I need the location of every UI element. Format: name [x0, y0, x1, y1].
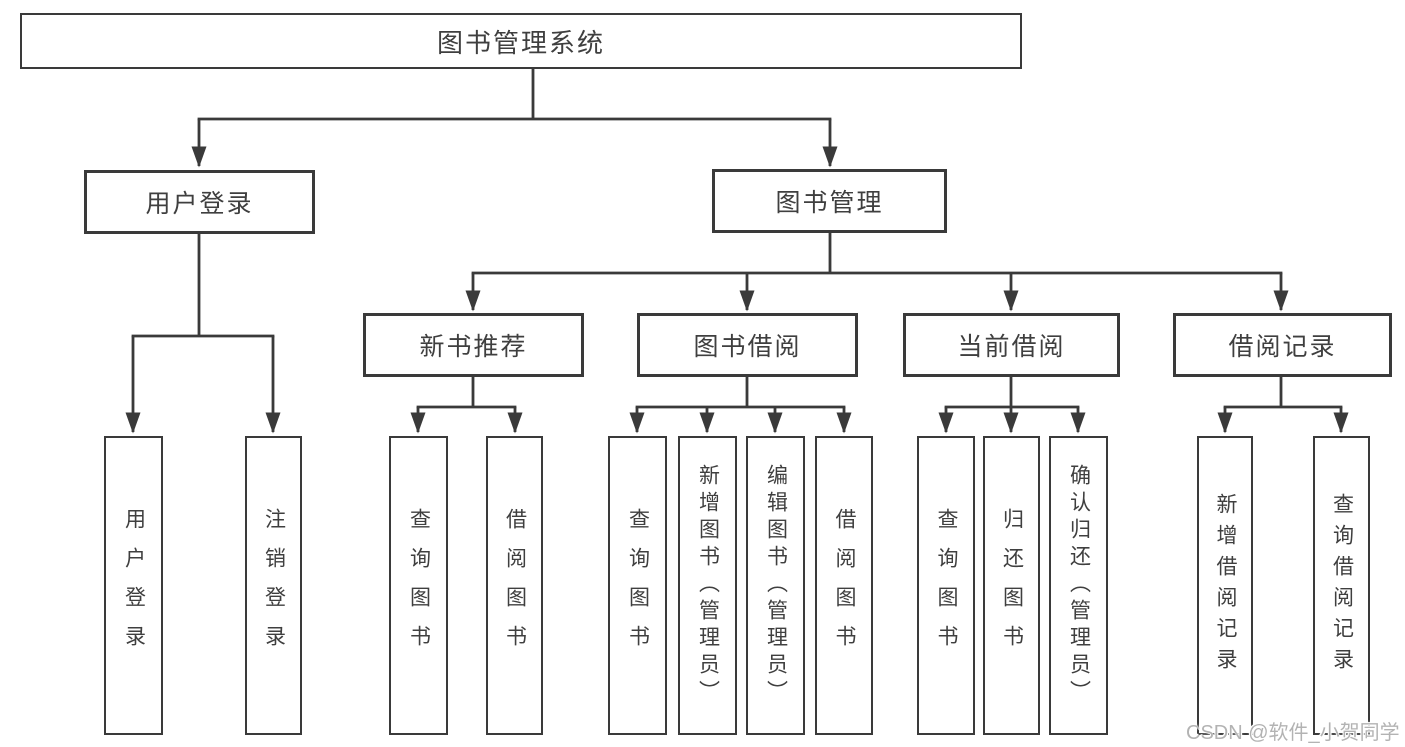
node-book-borrow: 图书借阅: [637, 313, 858, 377]
node-book-mgmt: 图书管理: [712, 169, 947, 233]
node-borrow-records: 借阅记录: [1173, 313, 1392, 377]
csdn-watermark: CSDN @软件_小贺同学: [1186, 722, 1400, 744]
node-leaf-return-books: 归还图书: [983, 436, 1040, 735]
node-leaf-add-books-admin-label: 新增图书（管理员）: [696, 464, 720, 707]
node-user-login-label: 用户登录: [145, 190, 254, 218]
node-new-book-rec: 新书推荐: [363, 313, 584, 377]
node-leaf-query-books-2: 查询图书: [608, 436, 667, 735]
node-current-borrow-label: 当前借阅: [957, 333, 1066, 361]
node-leaf-user-login: 用户登录: [104, 436, 163, 735]
node-leaf-borrow-books-1: 借阅图书: [486, 436, 543, 735]
node-leaf-add-borrow-record-label: 新增借阅记录: [1214, 492, 1237, 679]
node-leaf-query-books-1-label: 查询图书: [407, 507, 431, 664]
node-leaf-add-books-admin: 新增图书（管理员）: [678, 436, 737, 735]
node-borrow-records-label: 借阅记录: [1228, 333, 1337, 361]
node-leaf-confirm-return-admin: 确认归还（管理员）: [1049, 436, 1108, 735]
node-leaf-query-books-3: 查询图书: [917, 436, 975, 735]
node-root-label: 图书管理系统: [436, 27, 605, 58]
node-leaf-query-borrow-record-label: 查询借阅记录: [1330, 492, 1354, 679]
node-leaf-add-borrow-record: 新增借阅记录: [1197, 436, 1253, 735]
node-leaf-query-borrow-record: 查询借阅记录: [1313, 436, 1370, 735]
node-leaf-query-books-3-label: 查询图书: [935, 507, 958, 664]
node-book-mgmt-label: 图书管理: [775, 189, 884, 217]
node-leaf-edit-books-admin-label: 编辑图书（管理员）: [764, 464, 788, 707]
node-leaf-return-books-label: 归还图书: [1000, 507, 1024, 664]
node-leaf-logout-label: 注销登录: [262, 507, 286, 664]
node-leaf-logout: 注销登录: [245, 436, 302, 735]
node-book-borrow-label: 图书借阅: [693, 333, 802, 361]
node-leaf-borrow-books-2-label: 借阅图书: [833, 507, 856, 664]
node-current-borrow: 当前借阅: [903, 313, 1120, 377]
node-leaf-borrow-books-1-label: 借阅图书: [503, 507, 527, 664]
node-leaf-query-books-2-label: 查询图书: [626, 507, 650, 664]
node-leaf-edit-books-admin: 编辑图书（管理员）: [746, 436, 805, 735]
node-leaf-confirm-return-admin-label: 确认归还（管理员）: [1067, 464, 1091, 707]
node-leaf-user-login-label: 用户登录: [122, 507, 146, 664]
node-leaf-query-books-1: 查询图书: [389, 436, 448, 735]
node-new-book-rec-label: 新书推荐: [419, 333, 528, 361]
node-leaf-borrow-books-2: 借阅图书: [815, 436, 873, 735]
node-user-login: 用户登录: [84, 170, 315, 234]
node-root: 图书管理系统: [20, 13, 1022, 69]
